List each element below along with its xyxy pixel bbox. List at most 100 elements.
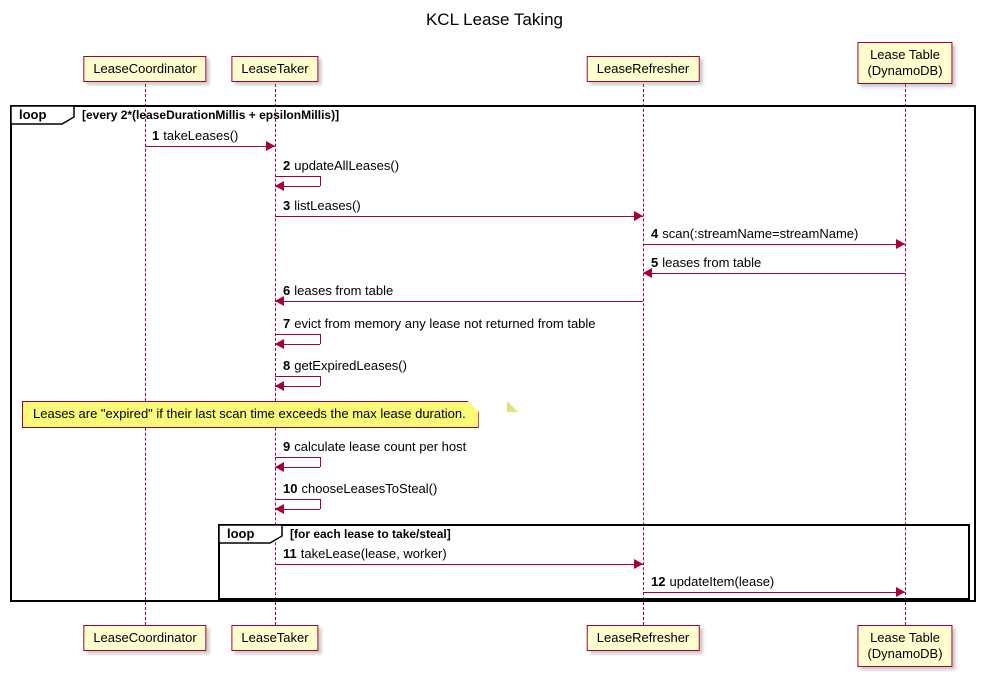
message-number: 9	[283, 439, 291, 454]
message-text: leases from table	[294, 283, 394, 298]
message-2-line-side	[320, 176, 321, 186]
message-12-line	[643, 592, 905, 593]
participant-label: LeaseTaker	[241, 630, 309, 645]
message-number: 1	[152, 128, 160, 143]
lifeline-lease-table	[905, 84, 906, 625]
lifeline-lease-coordinator	[145, 84, 146, 625]
participant-label-line2: (DynamoDB)	[867, 646, 943, 661]
note-fold-icon	[507, 401, 518, 412]
message-8-line-side	[320, 376, 321, 386]
participant-label: LeaseTaker	[241, 61, 309, 76]
message-4-arrowhead	[896, 239, 905, 249]
message-number: 6	[283, 283, 291, 298]
participant-lease-coordinator-top: LeaseCoordinator	[83, 56, 207, 82]
outer-loop-frame	[10, 105, 976, 602]
participant-label-line2: (DynamoDB)	[867, 63, 943, 78]
inner-loop-keyword: loop	[227, 526, 255, 541]
message-7-line-bottom	[275, 344, 320, 345]
message-10-line-top	[275, 499, 320, 500]
message-number: 10	[283, 481, 298, 496]
message-9-arrowhead	[275, 462, 284, 472]
message-number: 5	[651, 255, 659, 270]
message-9-line-top	[275, 457, 320, 458]
participant-lease-taker-bottom: LeaseTaker	[231, 625, 319, 651]
message-text: listLeases()	[294, 198, 361, 213]
participant-label: LeaseRefresher	[596, 630, 690, 645]
note: Leases are "expired" if their last scan …	[22, 401, 479, 428]
lifeline-lease-refresher	[643, 84, 644, 625]
message-5-arrowhead	[643, 268, 652, 278]
message-text: takeLeases()	[163, 128, 239, 143]
outer-loop-tab	[10, 105, 75, 125]
message-11-line	[275, 564, 643, 565]
message-text: takeLease(lease, worker)	[300, 546, 447, 561]
message-number: 3	[283, 198, 291, 213]
message-text: leases from table	[662, 255, 762, 270]
message-3-line	[275, 216, 643, 217]
message-text: calculate lease count per host	[294, 439, 467, 454]
message-3-arrowhead	[634, 211, 643, 221]
participant-lease-table-top: Lease Table (DynamoDB)	[857, 42, 953, 84]
message-2-line-bottom	[275, 186, 320, 187]
message-4-line	[643, 244, 905, 245]
participant-lease-table-bottom: Lease Table (DynamoDB)	[857, 625, 953, 667]
outer-loop-keyword: loop	[19, 107, 47, 122]
inner-loop-tab	[218, 524, 283, 544]
message-2-arrowhead	[275, 181, 284, 191]
message-number: 4	[651, 226, 659, 241]
participant-label: LeaseRefresher	[596, 61, 690, 76]
message-text: updateAllLeases()	[294, 158, 400, 173]
message-number: 8	[283, 358, 291, 373]
participant-label: Lease Table	[870, 47, 940, 62]
message-8-line-bottom	[275, 386, 320, 387]
message-number: 12	[651, 574, 666, 589]
message-9-line-side	[320, 457, 321, 467]
message-7-line-top	[275, 334, 320, 335]
participant-label: LeaseCoordinator	[93, 61, 197, 76]
message-11-arrowhead	[634, 559, 643, 569]
message-text: scan(:streamName=streamName)	[662, 226, 859, 241]
message-8-arrowhead	[275, 381, 284, 391]
message-text: evict from memory any lease not returned…	[294, 316, 596, 331]
message-number: 11	[283, 546, 297, 561]
message-10-line-bottom	[275, 509, 320, 510]
participant-label: Lease Table	[870, 630, 940, 645]
inner-loop-frame	[218, 524, 970, 600]
message-1-arrowhead	[266, 141, 275, 151]
message-10-arrowhead	[275, 504, 284, 514]
message-9-line-bottom	[275, 467, 320, 468]
message-10-line-side	[320, 499, 321, 509]
participant-lease-refresher-bottom: LeaseRefresher	[586, 625, 700, 651]
message-number: 7	[283, 316, 291, 331]
message-1-line	[145, 146, 275, 147]
message-6-arrowhead	[275, 296, 284, 306]
participant-lease-taker-top: LeaseTaker	[231, 56, 319, 82]
message-12-arrowhead	[896, 587, 905, 597]
note-text: Leases are "expired" if their last scan …	[33, 406, 466, 421]
participant-lease-refresher-top: LeaseRefresher	[586, 56, 700, 82]
message-6-line	[275, 301, 643, 302]
message-7-line-side	[320, 334, 321, 344]
message-2-line-top	[275, 176, 320, 177]
message-number: 2	[283, 158, 291, 173]
message-8-line-top	[275, 376, 320, 377]
message-5-line	[643, 273, 905, 274]
outer-loop-condition: [every 2*(leaseDurationMillis + epsilonM…	[82, 108, 340, 122]
participant-lease-coordinator-bottom: LeaseCoordinator	[83, 625, 207, 651]
inner-loop-condition: [for each lease to take/steal]	[290, 527, 451, 541]
message-text: chooseLeasesToSteal()	[301, 481, 438, 496]
participant-label: LeaseCoordinator	[93, 630, 197, 645]
message-text: updateItem(lease)	[669, 574, 775, 589]
lifeline-lease-taker	[275, 84, 276, 625]
